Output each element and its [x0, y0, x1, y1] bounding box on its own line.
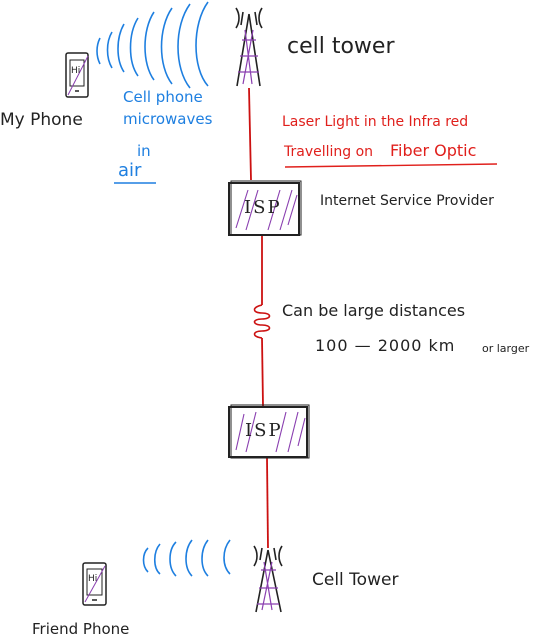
phone-screen-text: Hi: [88, 574, 98, 584]
cell-tower-icon: [235, 7, 263, 87]
label-microwaves-2: microwaves: [123, 110, 213, 128]
label-cell-tower-bottom: Cell Tower: [312, 570, 399, 590]
wave-icon: [142, 539, 231, 577]
fiber-optic-line: [248, 87, 269, 549]
isp-label-top: ISP: [244, 197, 282, 218]
label-isp-provider: Internet Service Provider: [320, 193, 494, 209]
label-my-phone: My Phone: [0, 110, 83, 130]
phone-screen-text: Hi: [71, 66, 81, 76]
isp-box: [228, 180, 302, 236]
label-distance-2: 100 — 2000 km: [315, 336, 456, 355]
label-fiber-1: Laser Light in the Infra red: [282, 114, 469, 130]
phone-icon: [82, 562, 107, 606]
fiber-optic-underline: [284, 163, 498, 168]
label-distance-3: or larger: [482, 342, 530, 355]
label-distance-1: Can be large distances: [282, 301, 466, 320]
coil-icon: [253, 304, 271, 339]
cell-tower-icon: [253, 545, 283, 613]
isp-box: [228, 404, 310, 459]
label-microwaves-4: air: [118, 160, 142, 181]
isp-label-bottom: ISP: [245, 420, 283, 441]
wave-icon: [96, 1, 209, 89]
label-friend-phone: Friend Phone: [32, 620, 130, 638]
label-cell-tower-top: cell tower: [287, 34, 395, 59]
label-fiber-3: Fiber Optic: [390, 141, 477, 160]
label-fiber-2: Travelling on: [284, 144, 374, 160]
phone-icon: [65, 52, 89, 98]
label-microwaves-1: Cell phone: [123, 88, 203, 106]
label-microwaves-3: in: [137, 142, 151, 160]
